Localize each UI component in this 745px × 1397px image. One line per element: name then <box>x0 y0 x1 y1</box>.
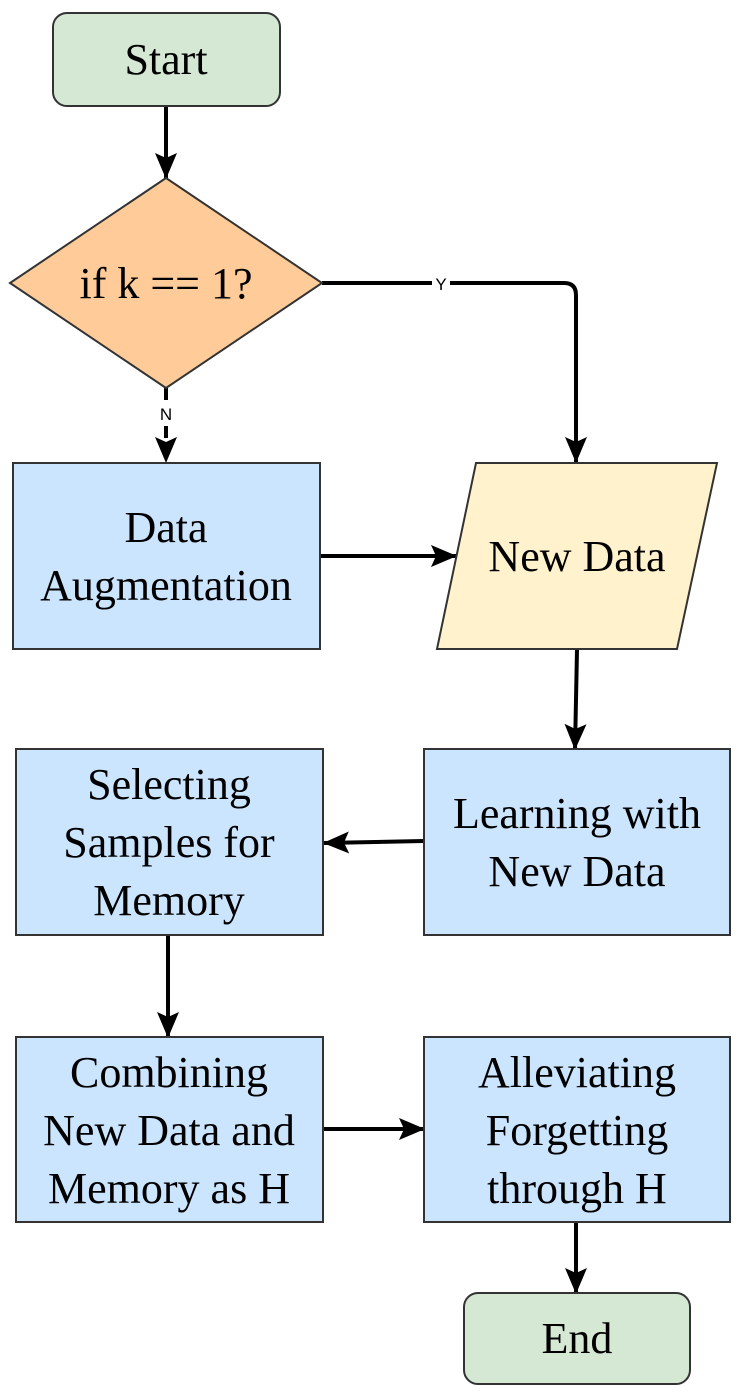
edge-label-yes-text: Y <box>435 275 446 294</box>
start-label-line: Start <box>124 35 207 84</box>
end-node-shape <box>463 1292 691 1385</box>
combining-label-line: Combining <box>70 1048 268 1097</box>
edge-decision-yes-to-new-data <box>322 281 587 463</box>
selecting-label-line: Samples for <box>63 818 275 867</box>
start-node-label: Start <box>124 35 207 84</box>
end-label-line: End <box>542 1314 613 1363</box>
alleviating-label-line: through H <box>487 1164 667 1213</box>
combining-label-line: New Data and <box>43 1106 295 1155</box>
decision-label-line: if k == 1? <box>79 259 252 308</box>
start-node: Start <box>52 12 281 107</box>
new-data-node-shape <box>435 462 719 650</box>
end-node: End <box>463 1292 691 1385</box>
edge-label-no-text: N <box>160 405 172 424</box>
new-data-node-label: New Data <box>488 532 665 581</box>
learning-label-line: Learning with <box>453 789 701 838</box>
selecting-node-shape <box>15 748 324 936</box>
combining-node-shape <box>15 1036 324 1223</box>
combining-label-line: Memory as H <box>48 1164 290 1213</box>
edge-new-data-to-learning <box>564 649 587 750</box>
augmentation-node-shape <box>12 462 321 650</box>
new-data-node: New Data <box>435 462 719 650</box>
augmentation-label-line: Augmentation <box>40 561 292 610</box>
start-node-shape <box>52 12 281 107</box>
edge-learning-to-selecting <box>323 831 425 854</box>
decision-node-shape <box>8 176 324 390</box>
edge-label-no: N <box>157 403 175 424</box>
decision-node: if k == 1? <box>8 176 324 390</box>
selecting-label-line: Selecting <box>87 760 251 809</box>
alleviating-label-line: Alleviating <box>478 1048 676 1097</box>
selecting-label-line: Memory <box>93 876 245 925</box>
learning-label-line: New Data <box>488 847 665 896</box>
learning-node-shape <box>423 748 731 936</box>
alleviating-node-shape <box>423 1036 731 1223</box>
decision-node-label: if k == 1? <box>79 259 252 308</box>
new-data-label-line: New Data <box>488 532 665 581</box>
end-node-label: End <box>542 1314 613 1363</box>
edge-label-yes: Y <box>432 273 450 294</box>
alleviating-label-line: Forgetting <box>486 1106 669 1155</box>
edges-layer <box>155 106 587 1294</box>
augmentation-label-line: Data <box>124 503 207 552</box>
